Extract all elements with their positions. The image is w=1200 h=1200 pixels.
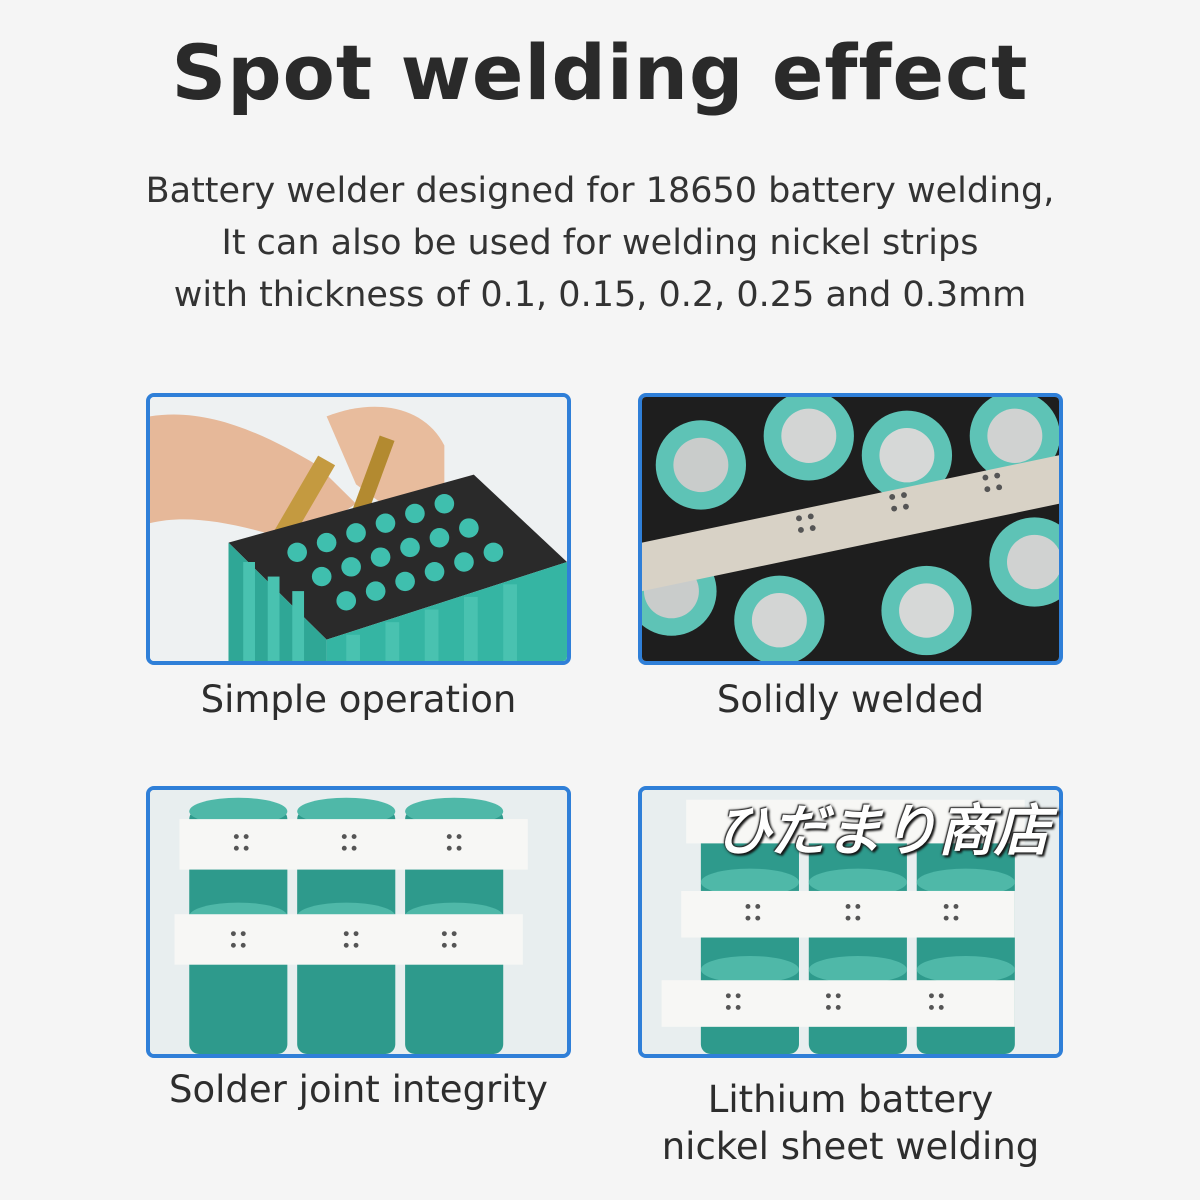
description-line: It can also be used for welding nickel s… [221,223,979,263]
feature-image-solidly-welded [638,393,1063,665]
feature-caption-line: Lithium battery [707,1078,994,1121]
page-title: Spot welding effect [171,28,1029,117]
feature-caption: Solidly welded [716,678,985,721]
description-line: Battery welder designed for 18650 batter… [145,171,1055,211]
description-line: with thickness of 0.1, 0.15, 0.2, 0.25 a… [173,275,1027,315]
feature-caption: Solder joint integrity [169,1068,548,1111]
description: Battery welder designed for 18650 batter… [0,165,1200,321]
feature-caption: Lithium battery nickel sheet welding [638,1076,1063,1170]
feature-image-solder-joint-integrity [146,786,571,1058]
shop-watermark: ひだまり商店 [715,798,1050,864]
feature-image-nickel-sheet-welding [638,786,1063,1058]
feature-caption: Simple operation [200,678,517,721]
feature-image-simple-operation [146,393,571,665]
feature-caption-line: nickel sheet welding [661,1125,1040,1168]
